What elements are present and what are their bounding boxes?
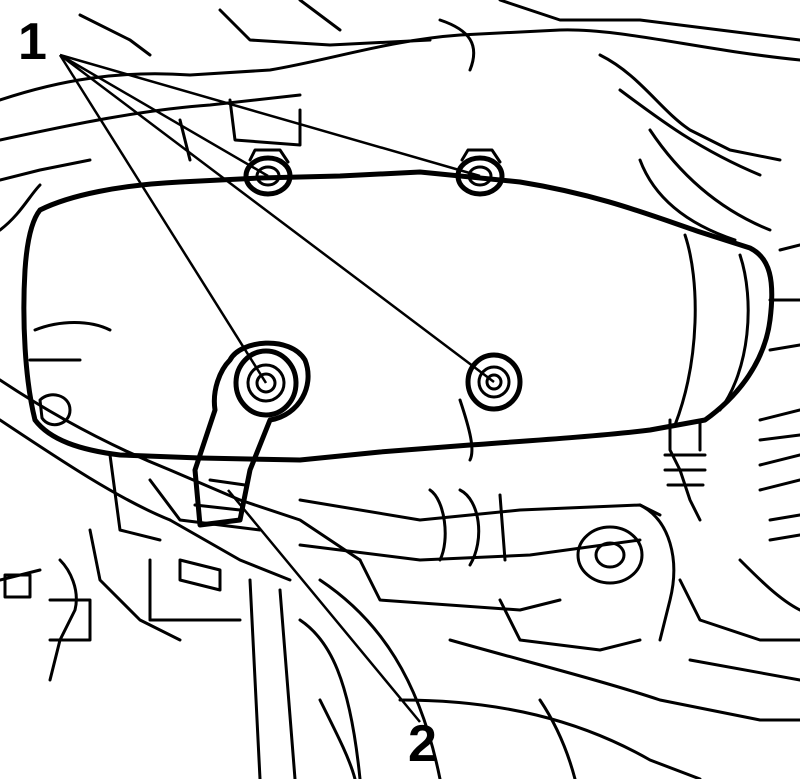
bolt-top-right: [455, 148, 505, 197]
bolt-center-right: [465, 352, 523, 412]
bolt-center-left: [233, 348, 299, 418]
leader-lines-1: [58, 53, 495, 384]
leader-line-2: [227, 489, 421, 723]
callout-label-1: 1: [18, 13, 47, 71]
engine-cover: [21, 169, 775, 463]
callout-label-2: 2: [408, 715, 437, 773]
background-engine-parts: [0, 0, 800, 682]
bolt-top-left: [243, 148, 293, 197]
bracket: [192, 340, 311, 528]
lower-components: [0, 378, 800, 781]
